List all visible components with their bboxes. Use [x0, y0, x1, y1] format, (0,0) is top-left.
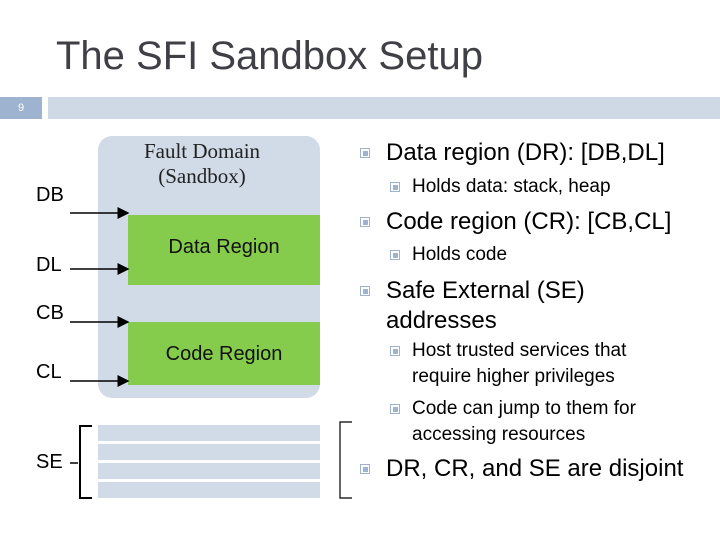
- se-bracket: [79, 425, 92, 499]
- square-bullet-icon: [390, 404, 400, 414]
- se-row: [98, 444, 320, 460]
- square-bullet-icon: [360, 148, 370, 158]
- slide-title: The SFI Sandbox Setup: [56, 34, 483, 78]
- square-bullet-icon: [360, 464, 370, 474]
- data-region-label: Data Region: [168, 236, 280, 258]
- square-bullet-icon: [390, 182, 400, 192]
- sub-bullet-text: Holds code: [412, 244, 508, 265]
- square-bullet-icon: [390, 346, 400, 356]
- code-region-box: Code Region: [128, 322, 320, 385]
- slide-number-box: [0, 97, 42, 119]
- sub-bullet-text: Holds data: stack, heap: [412, 176, 611, 197]
- se-row: [98, 425, 320, 441]
- fault-domain-label-line2: (Sandbox): [158, 164, 246, 188]
- address-label-cl: CL: [36, 361, 62, 383]
- square-bullet-icon: [390, 250, 400, 260]
- square-bullet-icon: [360, 286, 370, 296]
- bullet-text: Data region (DR): [DB,DL]: [386, 139, 665, 166]
- sub-bullet-text-line2: accessing resources: [412, 424, 586, 445]
- bullet-text: Code region (CR): [CB,CL]: [386, 208, 672, 235]
- address-label-cb: CB: [36, 302, 64, 324]
- fault-domain-label: Fault Domain (Sandbox): [104, 139, 300, 189]
- bullet-text-line1: Safe External (SE): [386, 277, 585, 304]
- address-label-dl: DL: [36, 254, 62, 276]
- slide-number: 9: [17, 102, 25, 114]
- address-label-db: DB: [36, 184, 64, 206]
- title-divider-bar: [48, 97, 720, 119]
- code-region-label: Code Region: [165, 343, 283, 365]
- se-row: [98, 482, 320, 498]
- safe-external-rows: [98, 425, 320, 499]
- fault-domain-label-line1: Fault Domain: [143, 139, 261, 163]
- right-bracket: [339, 421, 352, 499]
- data-region-box: Data Region: [128, 215, 320, 285]
- square-bullet-icon: [360, 217, 370, 227]
- se-row: [98, 463, 320, 479]
- sub-bullet-text-line2: require higher privileges: [412, 366, 615, 387]
- sub-bullet-text-line1: Code can jump to them for: [412, 398, 636, 419]
- address-label-se: SE: [36, 451, 63, 473]
- bullet-text-line2: addresses: [386, 307, 497, 334]
- sub-bullet-text-line1: Host trusted services that: [412, 340, 627, 361]
- bullet-text: DR, CR, and SE are disjoint: [386, 455, 684, 482]
